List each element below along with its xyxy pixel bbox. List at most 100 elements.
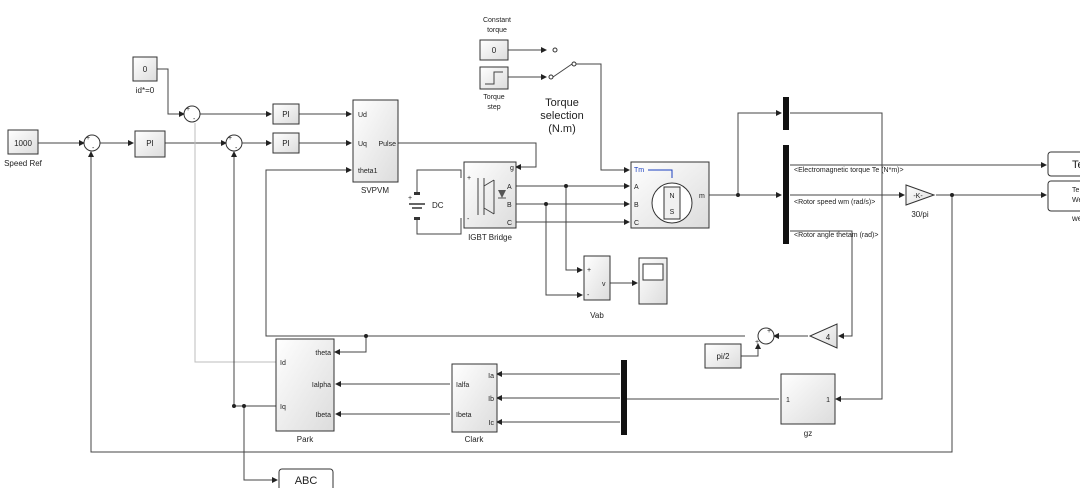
torque-selection-switch[interactable]: Torque selection (N.m) xyxy=(540,47,584,135)
clark-label: Clark xyxy=(465,435,485,444)
abc-label: ABC xyxy=(295,475,318,487)
we-output-line1: Te xyxy=(1072,187,1080,194)
dc-source[interactable]: + DC xyxy=(408,192,444,220)
rpm-gain-block[interactable]: -K- 30/pi xyxy=(905,184,936,219)
sum-minus-sign: - xyxy=(193,116,196,123)
pi-label: PI xyxy=(146,139,154,148)
motor-port-a: A xyxy=(634,184,639,191)
we-output-line2: We xyxy=(1072,197,1080,204)
igbt-port-plus: + xyxy=(467,175,471,182)
pi-half-value: pi/2 xyxy=(717,352,730,361)
igbt-label: IGBT Bridge xyxy=(468,233,512,242)
svpwm-port-uq: Uq xyxy=(358,141,367,148)
id-ref-block[interactable]: 0 id*=0 xyxy=(132,56,158,95)
te-output-block[interactable]: Te xyxy=(1047,151,1080,177)
gz-label: gz xyxy=(804,429,812,438)
igbt-port-c: C xyxy=(507,220,512,227)
igbt-bridge-block[interactable]: g A B C + - IGBT Bridge xyxy=(463,161,517,242)
sum-plus-sign: + xyxy=(767,328,771,335)
pi-half-block[interactable]: pi/2 xyxy=(704,343,742,369)
bus-signal-torque: <Electromagnetic torque Te (N*m)> xyxy=(794,167,904,174)
clark-port-ib: Ib xyxy=(488,396,494,403)
pmsm-motor-block[interactable]: Tm A B C m N S xyxy=(630,161,710,229)
abc-goto-block[interactable]: ABC xyxy=(278,468,334,488)
motor-pole-s: S xyxy=(670,209,675,216)
sum-plus-sign: + xyxy=(228,135,232,142)
igbt-port-a: A xyxy=(507,184,512,191)
te-output-label: Te xyxy=(1072,159,1080,171)
sum-minus-sign: - xyxy=(235,145,238,152)
id-pi-controller[interactable]: PI xyxy=(272,103,300,125)
constant-torque-label: Constant xyxy=(483,17,511,24)
bus-selector-main[interactable] xyxy=(783,145,789,244)
sum-minus-sign: - xyxy=(92,145,95,152)
theta-offset-sum[interactable]: + + xyxy=(755,327,775,346)
park-port-iq: Iq xyxy=(280,404,286,411)
vab-port-plus: + xyxy=(587,267,591,274)
gz-block[interactable]: 1 1 gz xyxy=(780,373,836,438)
clark-block[interactable]: Ialfa Ibeta Ia Ib Ic Clark xyxy=(451,363,498,444)
iq-pi-controller[interactable]: PI xyxy=(272,132,300,154)
rpm-gain-value: -K- xyxy=(913,193,923,200)
vab-label: Vab xyxy=(590,311,604,320)
sum-plus-sign: + xyxy=(186,106,190,113)
torque-step-label-2: step xyxy=(487,104,500,111)
svpwm-port-pulse: Pulse xyxy=(378,141,396,148)
speed-pi-controller[interactable]: PI xyxy=(134,130,166,158)
bus-selector-small[interactable] xyxy=(783,97,789,130)
iq-error-sum[interactable]: + - xyxy=(225,134,243,152)
motor-port-c: C xyxy=(634,220,639,227)
speed-error-sum[interactable]: + - xyxy=(83,134,101,152)
we-output-block[interactable]: Te We we xyxy=(1047,180,1080,223)
vab-voltage-measurement[interactable]: + - v Vab xyxy=(583,255,611,320)
dc-plus: + xyxy=(408,195,412,202)
bus-signal-angle: <Rotor angle thetam (rad)> xyxy=(794,232,878,239)
pi-label: PI xyxy=(282,139,290,148)
constant-torque-block[interactable]: Constant torque 0 xyxy=(479,17,511,61)
speed-ref-block[interactable]: 1000 Speed Ref xyxy=(4,129,43,168)
id-error-sum[interactable]: + - xyxy=(183,105,201,123)
pole-pairs-gain[interactable]: 4 xyxy=(808,323,838,349)
constant-torque-label-2: torque xyxy=(487,27,507,34)
id-ref-value: 0 xyxy=(143,65,148,74)
motor-port-b: B xyxy=(634,202,639,209)
vab-port-minus: - xyxy=(587,292,590,299)
torque-selection-label: Torque xyxy=(545,97,579,109)
clark-port-ibeta: Ibeta xyxy=(456,412,472,419)
svpwm-port-theta1: theta1 xyxy=(358,168,378,175)
park-port-theta: theta xyxy=(315,350,331,357)
sum-plus-sign: + xyxy=(86,135,90,142)
gz-port-in: 1 xyxy=(786,397,790,404)
svpwm-port-ud: Ud xyxy=(358,112,367,119)
park-label: Park xyxy=(297,435,314,444)
vab-port-v: v xyxy=(602,281,606,288)
pi-label: PI xyxy=(282,110,290,119)
demux-block[interactable] xyxy=(621,360,627,435)
clark-port-ic: Ic xyxy=(489,420,495,427)
bus-signal-speed: <Rotor speed wm (rad/s)> xyxy=(794,199,875,206)
pole-pairs-value: 4 xyxy=(826,333,831,342)
park-block[interactable]: Id Iq theta Ialpha Ibeta Park xyxy=(275,338,335,444)
motor-pole-n: N xyxy=(669,193,674,200)
speed-ref-label: Speed Ref xyxy=(4,159,43,168)
igbt-port-g: g xyxy=(510,165,514,172)
torque-step-label: Torque xyxy=(483,94,505,101)
igbt-port-b: B xyxy=(507,202,512,209)
constant-torque-value: 0 xyxy=(492,46,497,55)
scope-block[interactable] xyxy=(638,257,668,305)
torque-step-block[interactable]: Torque step xyxy=(479,66,509,111)
park-port-ibeta: Ibeta xyxy=(315,412,331,419)
dc-label: DC xyxy=(432,201,444,210)
park-port-id: Id xyxy=(280,360,286,367)
svpwm-label: SVPVM xyxy=(361,186,389,195)
motor-port-m: m xyxy=(699,193,705,200)
junction-dots xyxy=(232,184,954,408)
id-ref-label: id*=0 xyxy=(136,86,155,95)
igbt-port-minus: - xyxy=(467,216,470,223)
clark-port-ialfa: Ialfa xyxy=(456,382,469,389)
motor-port-tm: Tm xyxy=(634,167,644,174)
clark-port-ia: Ia xyxy=(488,373,494,380)
svpwm-block[interactable]: Ud Uq theta1 Pulse SVPVM xyxy=(352,99,399,195)
we-output-label: we xyxy=(1071,214,1080,223)
